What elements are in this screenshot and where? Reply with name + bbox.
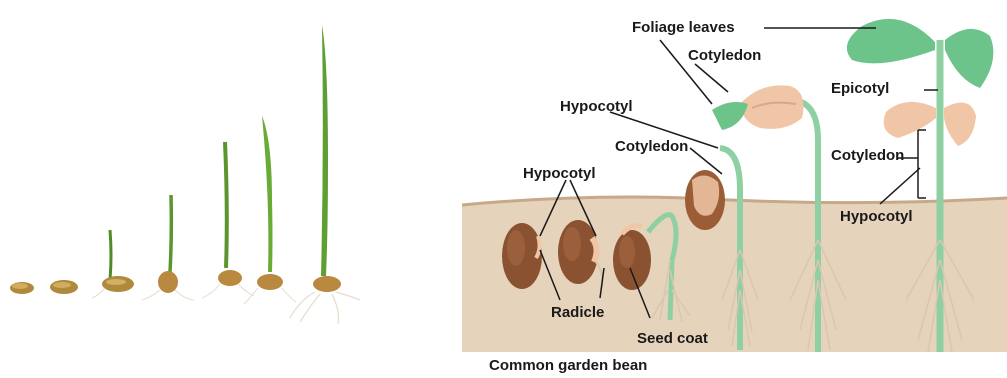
label-foliage-leaves: Foliage leaves bbox=[632, 20, 735, 35]
grain-seedling-stage-7 bbox=[290, 25, 360, 324]
grain-seed-stage-1 bbox=[10, 282, 34, 294]
grain-seedling-stage-6 bbox=[244, 116, 296, 304]
grain-seedling-stage-3 bbox=[92, 230, 134, 298]
figure-caption: Common garden bean bbox=[489, 358, 647, 373]
label-hypocotyl-right: Hypocotyl bbox=[840, 209, 913, 224]
label-seed-coat: Seed coat bbox=[637, 331, 708, 346]
bean-seed-1 bbox=[502, 223, 542, 289]
label-cotyledon-right: Cotyledon bbox=[831, 148, 904, 163]
grain-seedling-stage-5 bbox=[202, 142, 254, 298]
grain-germination-sequence bbox=[10, 25, 360, 324]
label-epicotyl: Epicotyl bbox=[831, 81, 889, 96]
label-hypocotyl-left: Hypocotyl bbox=[523, 166, 596, 181]
grain-seed-stage-2 bbox=[50, 280, 78, 294]
grain-seedling-stage-4 bbox=[142, 195, 194, 300]
label-radicle: Radicle bbox=[551, 305, 604, 320]
label-hypocotyl-mid: Hypocotyl bbox=[560, 99, 633, 114]
bean-germination-diagram bbox=[462, 19, 1007, 352]
label-cotyledon-top: Cotyledon bbox=[688, 48, 761, 63]
label-cotyledon-mid: Cotyledon bbox=[615, 139, 688, 154]
